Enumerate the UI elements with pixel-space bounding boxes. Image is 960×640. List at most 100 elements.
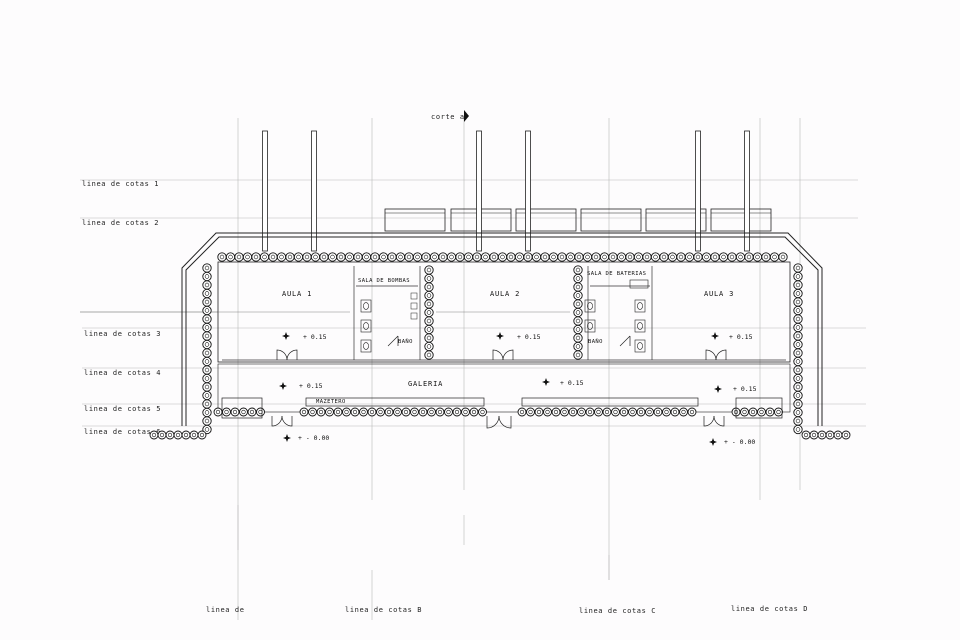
tire-core	[318, 409, 324, 415]
tire	[251, 252, 261, 262]
tire	[424, 341, 434, 352]
tire-core	[602, 254, 607, 260]
tire-core	[575, 318, 581, 324]
level-aula-1: + 0.15	[303, 333, 327, 341]
planter-mazetero	[305, 397, 485, 407]
tire-core	[372, 254, 378, 260]
tire-core	[519, 409, 525, 415]
tire	[202, 348, 212, 358]
tire-core	[415, 254, 420, 260]
tire-core	[241, 409, 246, 415]
tire-core	[570, 409, 576, 415]
level-aula-2: + 0.15	[517, 333, 541, 341]
level-markers: + 0.15 + 0.15 + 0.15 + 0.15 + 0.15 + 0.1…	[279, 332, 757, 446]
tire-core	[364, 254, 369, 260]
tire-core	[575, 276, 581, 281]
level-marker-icon	[711, 332, 719, 340]
tire	[387, 252, 397, 262]
solar-post	[525, 130, 531, 252]
tire-core	[575, 267, 581, 273]
tire-core	[313, 254, 318, 260]
tire	[625, 252, 635, 262]
tire	[325, 407, 334, 417]
dimension-line-label-b: linea de cotas B	[345, 606, 422, 614]
tire-core	[803, 432, 809, 438]
tire	[667, 252, 678, 262]
tire	[202, 314, 212, 324]
tire	[424, 273, 434, 284]
tire-core	[653, 254, 658, 260]
tire-core	[474, 254, 480, 260]
toilet-stall	[634, 319, 646, 333]
tire	[526, 407, 535, 417]
tire-core	[579, 409, 584, 415]
dimension-grid	[80, 118, 866, 620]
tire-core	[811, 432, 817, 438]
tire-core	[678, 254, 684, 260]
tire	[157, 430, 167, 440]
tire-core	[517, 254, 522, 260]
tire-core	[398, 254, 403, 260]
tire-core	[780, 254, 786, 260]
tire-core	[369, 409, 375, 415]
tire-core	[687, 254, 692, 260]
tire-core	[553, 409, 559, 415]
tire	[793, 416, 803, 426]
dimension-line-label-5: linea de cotas 5	[84, 405, 161, 413]
tire	[616, 252, 627, 262]
tire	[793, 331, 803, 341]
tire	[534, 407, 544, 417]
tire	[308, 407, 317, 417]
tire	[573, 307, 583, 318]
roof-outline-outer	[181, 232, 823, 426]
tire-core	[593, 254, 599, 260]
toilet-icon	[363, 342, 369, 350]
tire-core	[151, 432, 157, 438]
tire-core	[253, 254, 259, 260]
tire	[740, 407, 749, 417]
toilet-icon	[637, 322, 643, 330]
tire-core	[483, 254, 488, 260]
tire	[793, 356, 803, 367]
tire-core	[562, 409, 567, 415]
tire-core	[819, 432, 825, 438]
sink-icon	[410, 302, 418, 310]
tire	[765, 407, 775, 417]
tire-core	[440, 254, 446, 260]
tire	[557, 252, 567, 262]
tire-core	[204, 325, 210, 330]
tire-core	[204, 418, 210, 424]
tire-core	[795, 376, 801, 381]
planters	[221, 397, 783, 419]
tire-core	[437, 409, 443, 415]
tire-core	[636, 254, 641, 260]
tire	[421, 252, 431, 262]
tire	[602, 407, 612, 417]
door-aula3-b	[715, 349, 727, 361]
tire	[687, 407, 697, 417]
tire	[670, 407, 680, 417]
tire	[769, 252, 780, 262]
tire-core	[542, 254, 548, 260]
tire-core	[795, 418, 801, 424]
tire	[285, 252, 295, 262]
tire-core	[763, 254, 769, 260]
tire-core	[480, 409, 485, 415]
tire-core	[204, 342, 210, 347]
tire	[202, 339, 212, 350]
tire-core	[426, 267, 432, 273]
tire	[517, 407, 527, 417]
tire-core	[296, 254, 301, 260]
tire-core	[232, 409, 238, 415]
level-marker-icon	[282, 332, 290, 340]
tire	[833, 430, 843, 440]
tire	[565, 252, 576, 262]
tire	[327, 252, 338, 262]
roof-outline-inner	[185, 236, 819, 426]
horizontal-dimension-labels: linea de cotas 1 linea de cotas 2 linea …	[82, 180, 161, 436]
door-exterior-left-b	[281, 415, 293, 427]
tire	[247, 407, 257, 417]
tire	[611, 407, 620, 417]
tire	[793, 305, 803, 316]
tire	[429, 252, 440, 262]
